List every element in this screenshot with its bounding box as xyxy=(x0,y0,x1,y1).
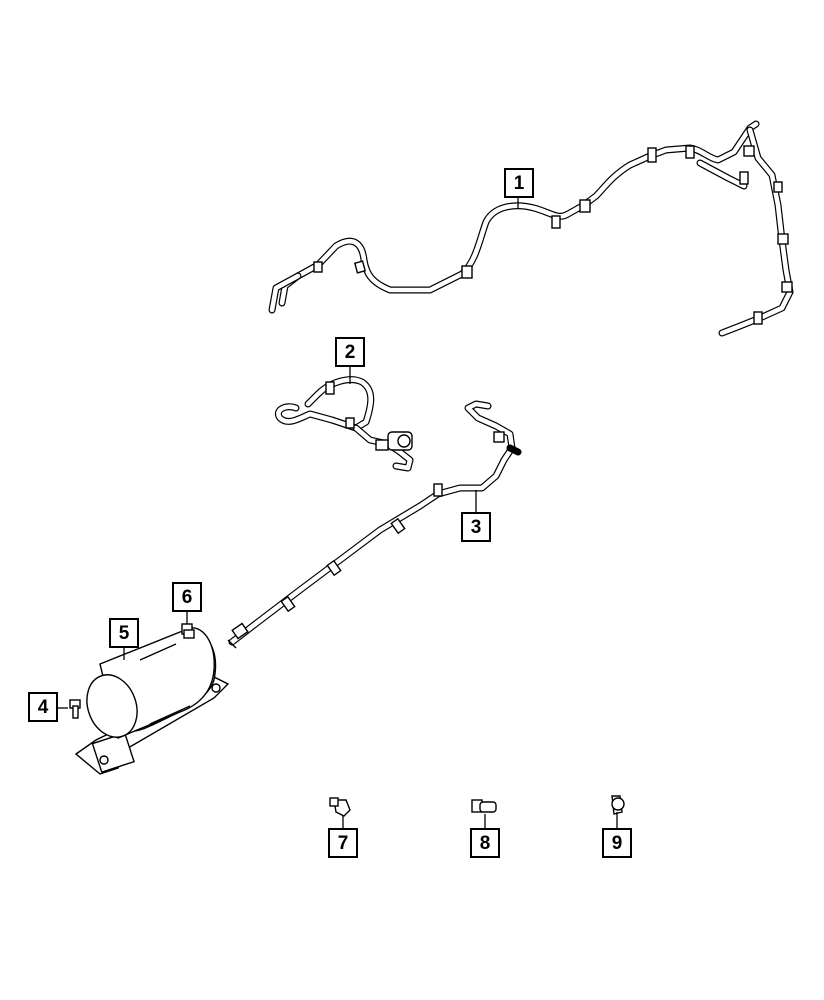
part-6-fitting xyxy=(181,623,195,639)
part-1-hose-assembly xyxy=(268,120,794,337)
leader-lines xyxy=(58,198,618,828)
part-4-bolt xyxy=(69,699,81,719)
callout-2: 2 xyxy=(335,337,365,367)
part-9-clip xyxy=(611,795,625,815)
callout-7: 7 xyxy=(328,828,358,858)
callout-8: 8 xyxy=(470,828,500,858)
callout-1: 1 xyxy=(504,168,534,198)
part-8-clip xyxy=(471,799,497,813)
callout-6: 6 xyxy=(172,582,202,612)
callout-5: 5 xyxy=(109,618,139,648)
part-5-canister xyxy=(74,627,230,775)
part-7-clip xyxy=(329,797,351,817)
part-3-long-line xyxy=(227,400,522,649)
part-2-purge-line xyxy=(275,376,414,472)
callout-9: 9 xyxy=(602,828,632,858)
callout-4: 4 xyxy=(28,692,58,722)
callout-3: 3 xyxy=(461,512,491,542)
